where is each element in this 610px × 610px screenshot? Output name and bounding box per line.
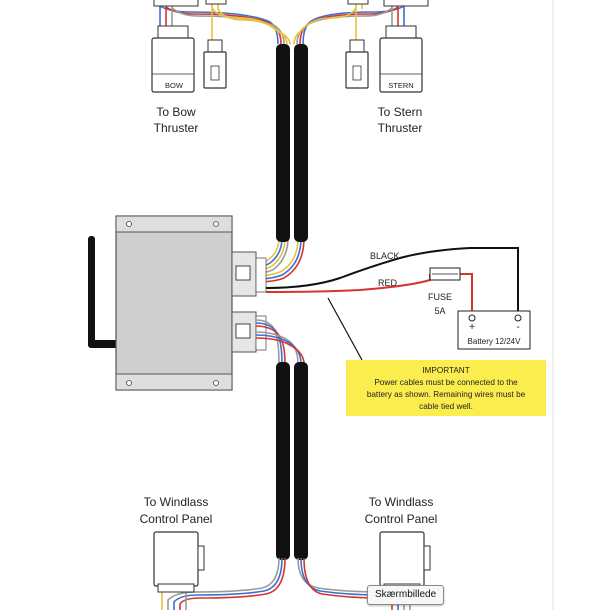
windlass-right-connector <box>379 531 431 593</box>
windlass-left-label-line1: To Windlass <box>144 495 209 509</box>
windlass-right-label-line1: To Windlass <box>369 495 434 509</box>
lower-left-cable-sleeve <box>276 362 290 560</box>
bow-top-connector-partial <box>153 0 199 7</box>
important-note-title: IMPORTANT <box>422 366 469 375</box>
battery <box>457 310 531 350</box>
to-stern-label-line1: To Stern <box>378 105 423 119</box>
battery-minus-label: - <box>516 322 519 333</box>
battery-plus-label: + <box>469 322 475 333</box>
upper-left-cable-sleeve <box>276 44 290 242</box>
antenna <box>88 236 120 348</box>
fuse <box>429 267 461 281</box>
important-note-line3: cable tied well. <box>419 402 473 411</box>
important-note-box <box>346 360 546 416</box>
note-pointer-line <box>327 297 363 361</box>
lower-box-wires <box>255 319 305 365</box>
important-note-line1: Power cables must be connected to the <box>374 378 518 387</box>
top-left-wire-bundle <box>159 0 291 45</box>
stern-top-connector-partial <box>383 0 429 7</box>
stern-small-plug <box>345 39 369 89</box>
windlass-right-label-line2: Control Panel <box>365 512 438 526</box>
red-wire-label: RED <box>378 278 398 288</box>
bow-plug-top-partial <box>205 0 227 5</box>
windlass-left-connector <box>153 531 205 593</box>
top-right-wire-bundle <box>293 0 405 45</box>
bow-small-plug <box>203 39 227 89</box>
upper-wire-connector-block <box>255 257 267 293</box>
control-box <box>115 215 257 391</box>
bow-connector <box>151 25 195 93</box>
red-fuse-to-battery <box>460 273 473 316</box>
bow-connector-label: BOW <box>165 81 184 90</box>
important-note-line2: battery as shown. Remaining wires must b… <box>367 390 526 399</box>
fuse-label-line1: FUSE <box>428 292 452 302</box>
stern-connector <box>379 25 423 93</box>
windlass-left-label-line2: Control Panel <box>140 512 213 526</box>
lower-right-cable-sleeve <box>294 362 308 560</box>
to-bow-label-line1: To Bow <box>156 105 196 119</box>
stern-plug-top-partial <box>347 0 369 5</box>
battery-label: Battery 12/24V <box>468 337 522 346</box>
black-wire-label: BLACK <box>370 251 400 261</box>
screenshot-tooltip: Skærmbillede <box>367 585 445 605</box>
black-power-wire <box>265 247 519 316</box>
stern-connector-label: STERN <box>388 81 413 90</box>
upper-right-cable-sleeve <box>294 44 308 242</box>
red-power-wire <box>265 274 431 293</box>
to-stern-label-line2: Thruster <box>378 121 423 135</box>
fuse-label-line2: 5A <box>434 306 445 316</box>
to-bow-label-line2: Thruster <box>154 121 199 135</box>
